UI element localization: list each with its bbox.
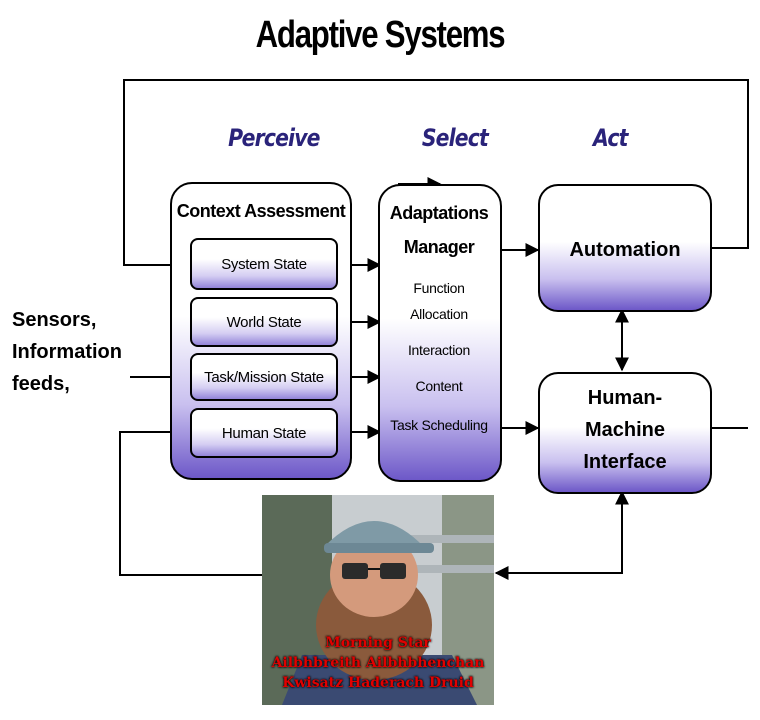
- manager-item-content: Content: [415, 378, 463, 394]
- phase-act: Act: [593, 124, 628, 152]
- automation-label: Automation: [569, 239, 681, 261]
- feedback-loop-line: [123, 79, 749, 272]
- page-title: Adaptive Systems: [255, 14, 506, 56]
- manager-item-task-scheduling: Task Scheduling: [390, 417, 488, 433]
- system-state-box: System State: [190, 238, 338, 290]
- caption-line1: Morning Star: [325, 635, 431, 651]
- portrait-illustration: [262, 495, 494, 705]
- portrait-photo: Morning Star Ailbhbreith Ailbhbhenchan K…: [262, 495, 494, 705]
- hmi-label-line3: Interface: [583, 451, 667, 473]
- manager-item-allocation: Allocation: [410, 306, 468, 322]
- human-loop-line: [119, 425, 262, 576]
- sensors-line1: Sensors,: [12, 309, 97, 331]
- arrow-hmi-photo: [494, 490, 629, 580]
- sensors-line2: Information: [12, 341, 122, 363]
- caption-line2: Ailbhbreith Ailbhbhenchan: [271, 655, 485, 671]
- automation-box: [538, 184, 712, 312]
- sensors-line3: feeds,: [12, 373, 70, 395]
- context-assessment-title: Context Assessment: [176, 201, 346, 221]
- hmi-box: [538, 372, 712, 494]
- manager-item-function: Function: [413, 280, 465, 296]
- hmi-label-line2: Machine: [584, 419, 666, 441]
- manager-item-interaction: Interaction: [407, 342, 471, 358]
- adaptations-manager-title-line2: Manager: [403, 237, 475, 257]
- caption-line3: Kwisatz Haderach Druid: [282, 675, 474, 691]
- adaptations-manager-title-line1: Adaptations: [389, 203, 489, 223]
- hmi-label-line1: Human-: [587, 387, 663, 409]
- sensors-label: Sensors, Information feeds,: [12, 304, 122, 400]
- adaptations-manager-box: [378, 184, 502, 482]
- world-state-box: World State: [190, 297, 338, 347]
- human-state-box: Human State: [190, 408, 338, 458]
- task-mission-state-box: Task/Mission State: [190, 353, 338, 401]
- phase-select: Select: [421, 124, 489, 152]
- phase-perceive: Perceive: [228, 124, 320, 152]
